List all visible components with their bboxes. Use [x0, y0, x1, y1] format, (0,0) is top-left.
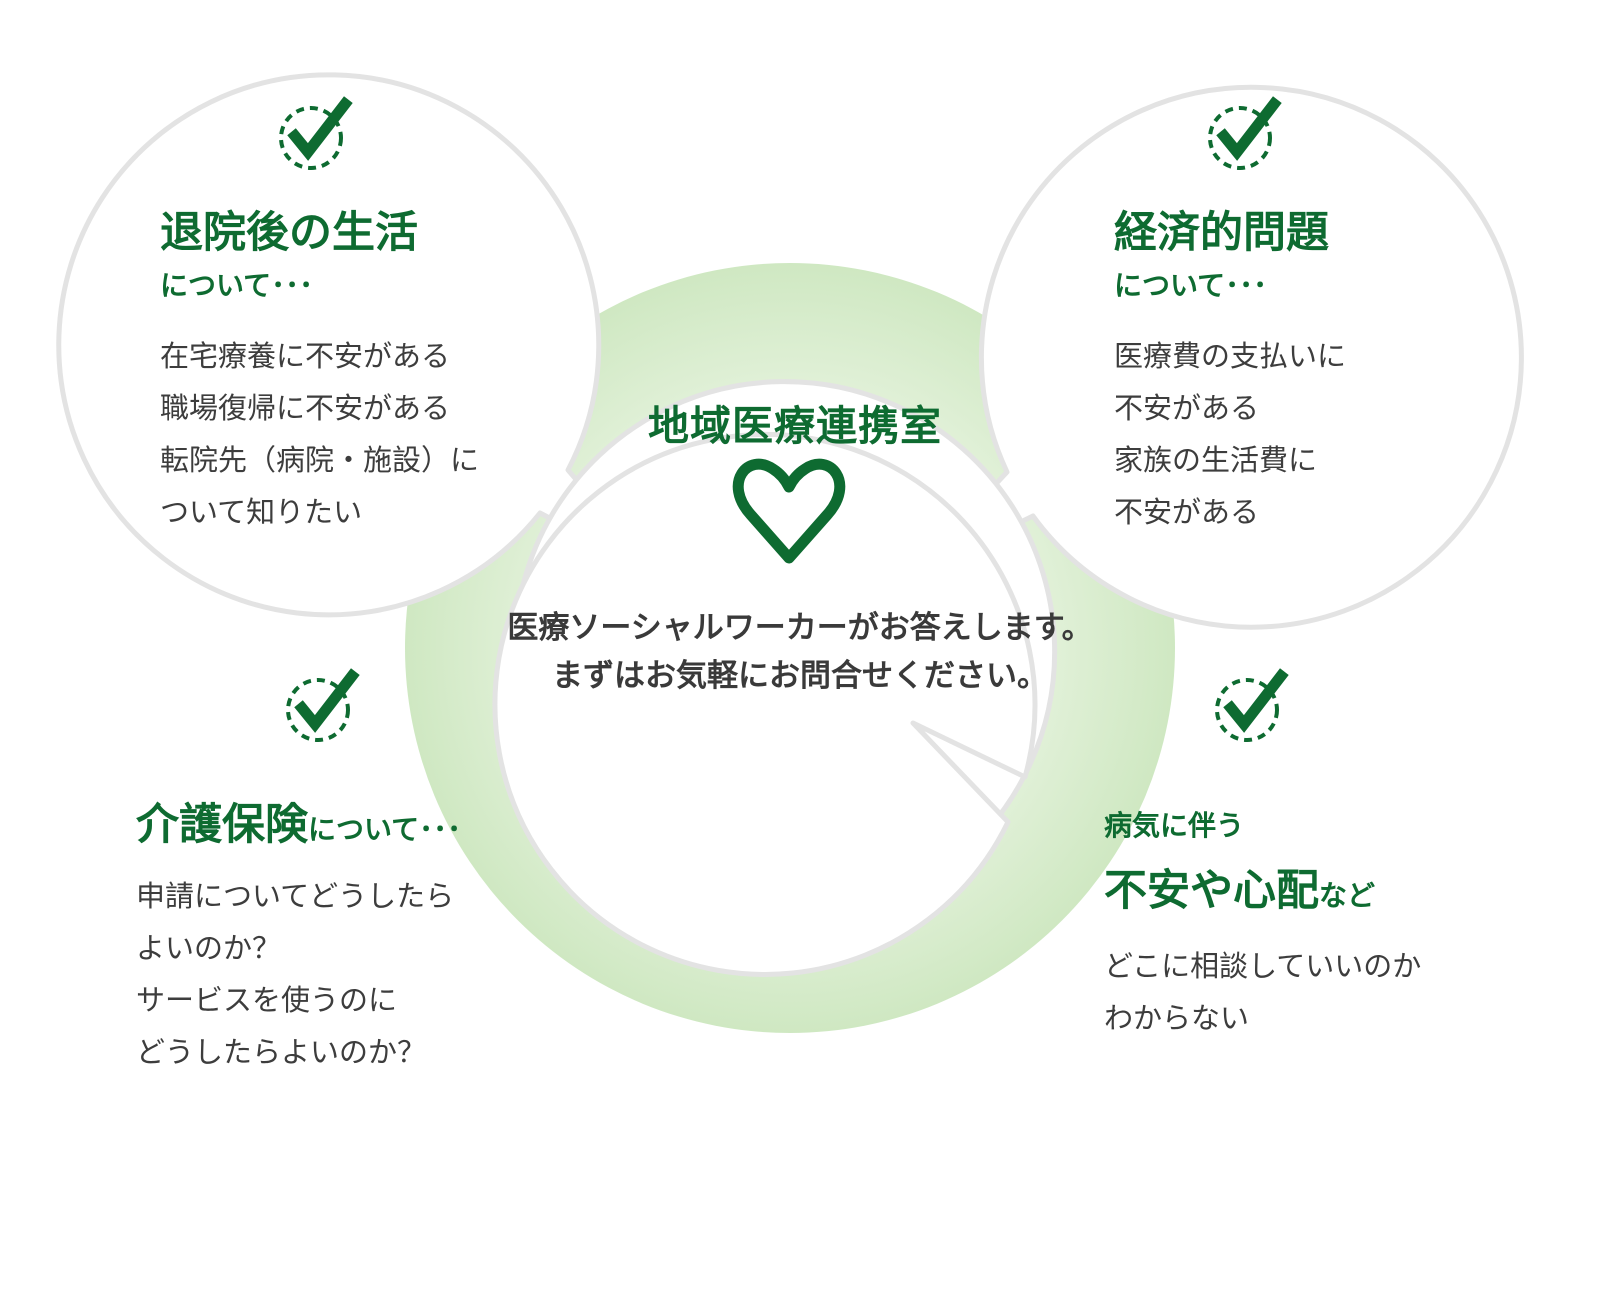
topic-line: サービスを使うのに: [136, 983, 398, 1017]
bubble-top-left: [56, 72, 661, 618]
bubble-top-right: [908, 84, 1524, 630]
center-message-line: まずはお気軽にお問合せください。: [552, 658, 1048, 694]
center-title: 地域医療連携室: [648, 402, 942, 450]
topic-line: ついて知りたい: [160, 495, 363, 529]
topic-line: 申請についてどうしたら: [136, 879, 455, 913]
check-icon: [1215, 668, 1289, 742]
topic-title: 経済的問題: [1114, 208, 1329, 258]
topic-suffix: について･･･: [308, 813, 462, 846]
topic-body: どこに相談していいのか わからない: [1104, 940, 1421, 1044]
topic-line: 職場復帰に不安がある: [160, 391, 451, 425]
topic-line: 在宅療養に不安がある: [160, 339, 451, 373]
topic-prefix: 病気に伴う: [1104, 809, 1245, 842]
topic-line: わからない: [1104, 1001, 1250, 1035]
center-message: 医療ソーシャルワーカーがお答えします。 まずはお気軽にお問合せください。: [470, 604, 1130, 700]
topic-heading: 介護保険について･･･: [136, 790, 461, 852]
check-icon: [1208, 96, 1282, 170]
topic-body: 医療費の支払いに 不安がある 家族の生活費に 不安がある: [1114, 330, 1346, 538]
heart-icon: [732, 458, 846, 564]
topic-line: 不安がある: [1114, 495, 1260, 529]
topic-title: 退院後の生活: [160, 208, 418, 258]
topic-body: 申請についてどうしたら よいのか？ サービスを使うのに どうしたらよいのか？: [136, 870, 454, 1078]
topic-heading: 不安や心配など: [1104, 856, 1375, 918]
check-icon: [286, 668, 360, 742]
topic-line: どうしたらよいのか？: [136, 1035, 427, 1069]
center-message-line: 医療ソーシャルワーカーがお答えします。: [507, 610, 1093, 646]
topic-suffix: など: [1319, 879, 1376, 912]
topic-line: どこに相談していいのか: [1104, 949, 1422, 983]
topic-body: 在宅療養に不安がある 職場復帰に不安がある 転院先（病院・施設）に ついて知りた…: [160, 330, 479, 538]
topic-title: 不安や心配: [1104, 866, 1319, 916]
topic-suffix: について･･･: [160, 269, 314, 302]
bubble-bottom-right: [492, 432, 1038, 977]
topic-line: よいのか？: [136, 931, 282, 965]
topic-line: 転院先（病院・施設）に: [160, 443, 480, 477]
topic-line: 不安がある: [1114, 391, 1260, 425]
topic-suffix: について･･･: [1114, 269, 1268, 302]
check-icon: [279, 96, 353, 170]
topic-line: 医療費の支払いに: [1114, 339, 1347, 373]
topic-title: 介護保険: [136, 800, 308, 850]
topic-line: 家族の生活費に: [1114, 443, 1318, 477]
